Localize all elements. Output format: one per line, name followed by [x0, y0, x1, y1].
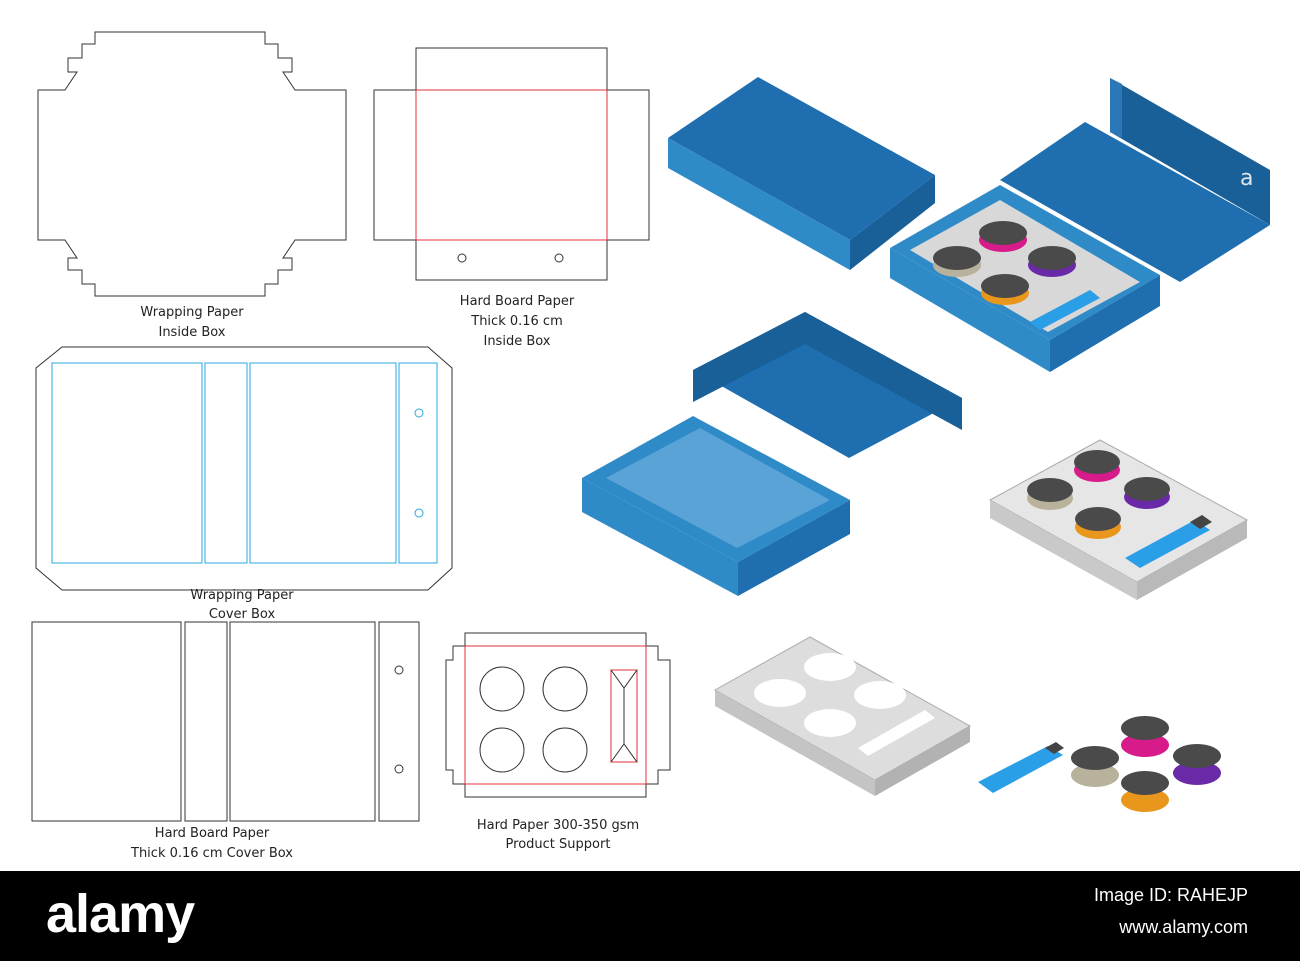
dieline-diagram: Wrapping Paper Inside Box Hard Board Pap…	[31, 31, 1270, 861]
caps-in-box	[933, 221, 1076, 305]
label-wrapping-cover-2: Cover Box	[209, 607, 276, 622]
open-empty-box-3d: a	[582, 312, 962, 596]
closed-box-3d	[668, 77, 935, 270]
label-hardboard-inside-1: Hard Board Paper	[460, 294, 575, 309]
site-url[interactable]: www.alamy.com	[1119, 917, 1248, 937]
empty-tray-3d	[713, 636, 972, 796]
label-hardboard-cover-2: Thick 0.16 cm Cover Box	[130, 846, 293, 861]
label-hardboard-cover-1: Hard Board Paper	[155, 826, 270, 841]
dieline-wrapping-inside-box	[37, 31, 347, 297]
label-wrapping-cover-1: Wrapping Paper	[190, 588, 294, 603]
footer-bar: alamy Image ID: RAHEJP www.alamy.com	[0, 871, 1300, 961]
dieline-product-support	[445, 632, 671, 798]
label-hardboard-inside-3: Inside Box	[483, 334, 550, 349]
label-wrapping-inside-1: Wrapping Paper	[140, 305, 244, 320]
brand-logo[interactable]: alamy	[46, 884, 195, 944]
image-id: Image ID: RAHEJP	[1093, 885, 1248, 905]
dieline-hardboard-inside-box	[373, 47, 650, 281]
watermark-a-mid: a	[938, 421, 951, 446]
watermark-a-top: a	[1240, 166, 1253, 191]
label-wrapping-inside-2: Inside Box	[158, 325, 225, 340]
dieline-hardboard-cover-box	[31, 621, 420, 822]
dieline-wrapping-cover-box	[35, 346, 453, 591]
open-box-with-products-3d: a	[890, 78, 1270, 372]
tray-with-products-3d	[988, 439, 1249, 600]
loose-products-3d	[978, 716, 1221, 812]
label-support-2: Product Support	[506, 837, 611, 852]
label-hardboard-inside-2: Thick 0.16 cm	[470, 314, 563, 329]
label-support-1: Hard Paper 300-350 gsm	[477, 818, 639, 833]
